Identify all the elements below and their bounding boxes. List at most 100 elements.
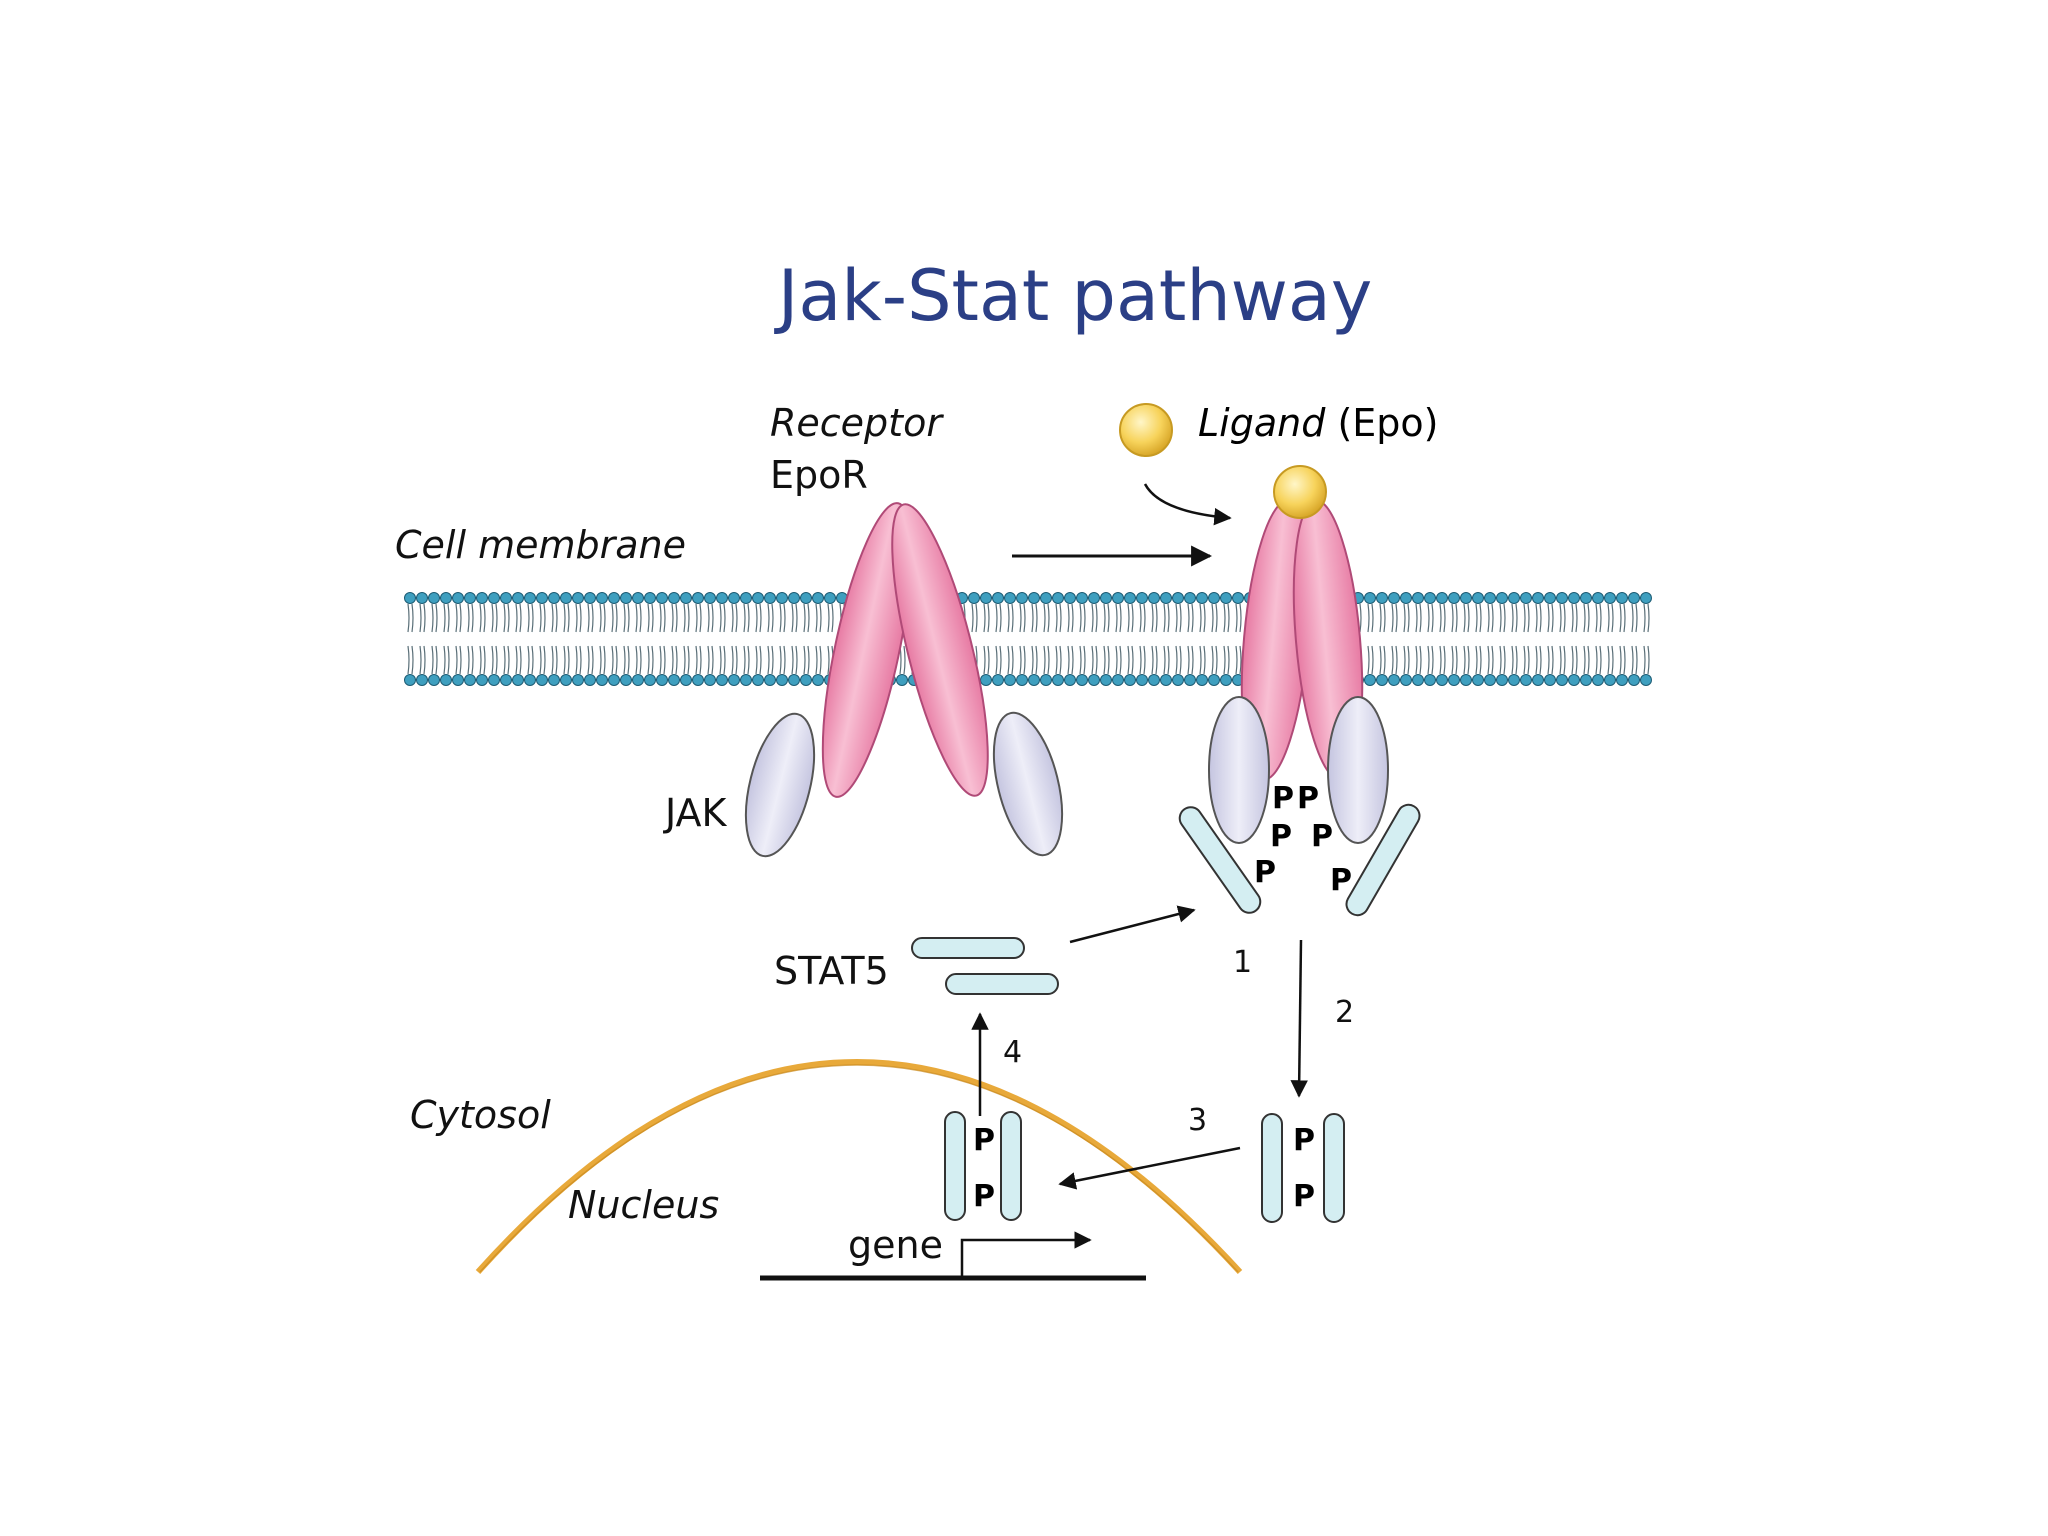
lipid-tail (459, 603, 462, 633)
receptor-label: Receptor (770, 401, 944, 445)
lipid-tail (443, 603, 446, 633)
lipid-head (1208, 674, 1220, 686)
lipid-tail (447, 603, 450, 633)
lipid-tail (1535, 603, 1538, 633)
lipid-tail (1427, 603, 1430, 633)
lipid-tail (1359, 603, 1362, 633)
lipid-tail (1439, 603, 1442, 633)
lipid-tail (575, 603, 578, 633)
lipid-head (1004, 592, 1016, 604)
lipid-tail (1395, 603, 1398, 633)
lipid-tail (1167, 645, 1170, 675)
lipid-tail (1451, 603, 1454, 633)
lipid-tail (1587, 603, 1590, 633)
lipid-head (704, 592, 716, 604)
phospho-dimer-cytosol-1: P (1293, 1123, 1315, 1158)
lipid-tail (1619, 645, 1622, 675)
lipid-tail (743, 603, 746, 633)
lipid-head (584, 674, 596, 686)
lipid-head (1604, 674, 1616, 686)
lipid-tail (1443, 603, 1446, 633)
lipid-tail (515, 603, 518, 633)
jak-active-1 (1208, 696, 1270, 844)
lipid-tail (1583, 645, 1586, 675)
lipid-tail (735, 603, 738, 633)
lipid-tail (1367, 645, 1370, 675)
lipid-head (1520, 674, 1532, 686)
ligand-label: Ligand (Epo) (1198, 401, 1438, 445)
lipid-tail (1215, 603, 1218, 633)
lipid-head (656, 592, 668, 604)
lipid-tail (663, 603, 666, 633)
lipid-head (1532, 674, 1544, 686)
lipid-tail (1091, 645, 1094, 675)
lipid-head (668, 592, 680, 604)
lipid-tail (1367, 603, 1370, 633)
receptor-inactive (821, 502, 989, 798)
lipid-head (1052, 674, 1064, 686)
lipid-tail (1383, 645, 1386, 675)
lipid-head (716, 674, 728, 686)
lipid-head (1568, 592, 1580, 604)
stat-dimer-nucleus-right (1000, 1111, 1022, 1221)
jak-left-1 (744, 712, 816, 858)
lipid-head (1040, 674, 1052, 686)
lipid-tail (407, 645, 410, 675)
lipid-head (1136, 674, 1148, 686)
lipid-head (788, 674, 800, 686)
lipid-tail (611, 603, 614, 633)
lipid-tail (495, 645, 498, 675)
phospho-4: P (1311, 819, 1333, 854)
lipid-tail (759, 603, 762, 633)
lipid-tail (1523, 645, 1526, 675)
lipid-tail (639, 645, 642, 675)
lipid-head (704, 674, 716, 686)
lipid-head (680, 674, 692, 686)
lipid-tail (743, 645, 746, 675)
lipid-tail (1223, 603, 1226, 633)
lipid-tail (695, 603, 698, 633)
lipid-tail (707, 645, 710, 675)
lipid-tail (1427, 645, 1430, 675)
receptor-name-label: EpoR (770, 453, 868, 497)
lipid-head (968, 592, 980, 604)
lipid-tail (1415, 645, 1418, 675)
lipid-tail (491, 603, 494, 633)
lipid-tail (1563, 603, 1566, 633)
lipid-tail (1011, 603, 1014, 633)
lipid-head (596, 592, 608, 604)
lipid-tail (579, 603, 582, 633)
lipid-head (1460, 674, 1472, 686)
lipid-tail (1127, 603, 1130, 633)
lipid-tail (699, 645, 702, 675)
lipid-tail (1647, 603, 1650, 633)
lipid-tail (999, 603, 1002, 633)
lipid-head (1460, 592, 1472, 604)
lipid-tail (723, 603, 726, 633)
lipid-head (1184, 674, 1196, 686)
stat5-monomer-2 (945, 973, 1059, 995)
lipid-head (512, 674, 524, 686)
lipid-head (1556, 674, 1568, 686)
lipid-tail (627, 645, 630, 675)
lipid-tail (1191, 603, 1194, 633)
lipid-head (1496, 674, 1508, 686)
lipid-tail (1547, 645, 1550, 675)
lipid-head (1124, 674, 1136, 686)
lipid-tail (995, 645, 998, 675)
lipid-tail (407, 603, 410, 633)
lipid-tail (1035, 645, 1038, 675)
lipid-tail (791, 603, 794, 633)
lipid-tail (1067, 603, 1070, 633)
lipid-tail (531, 645, 534, 675)
lipid-head (548, 592, 560, 604)
lipid-head (800, 592, 812, 604)
lipid-tail (827, 603, 830, 633)
lipid-tail (1391, 645, 1394, 675)
lipid-tail (755, 645, 758, 675)
phospho-1: P (1272, 781, 1294, 816)
lipid-head (560, 674, 572, 686)
lipid-head (1604, 592, 1616, 604)
lipid-head (788, 592, 800, 604)
lipid-tail (627, 603, 630, 633)
